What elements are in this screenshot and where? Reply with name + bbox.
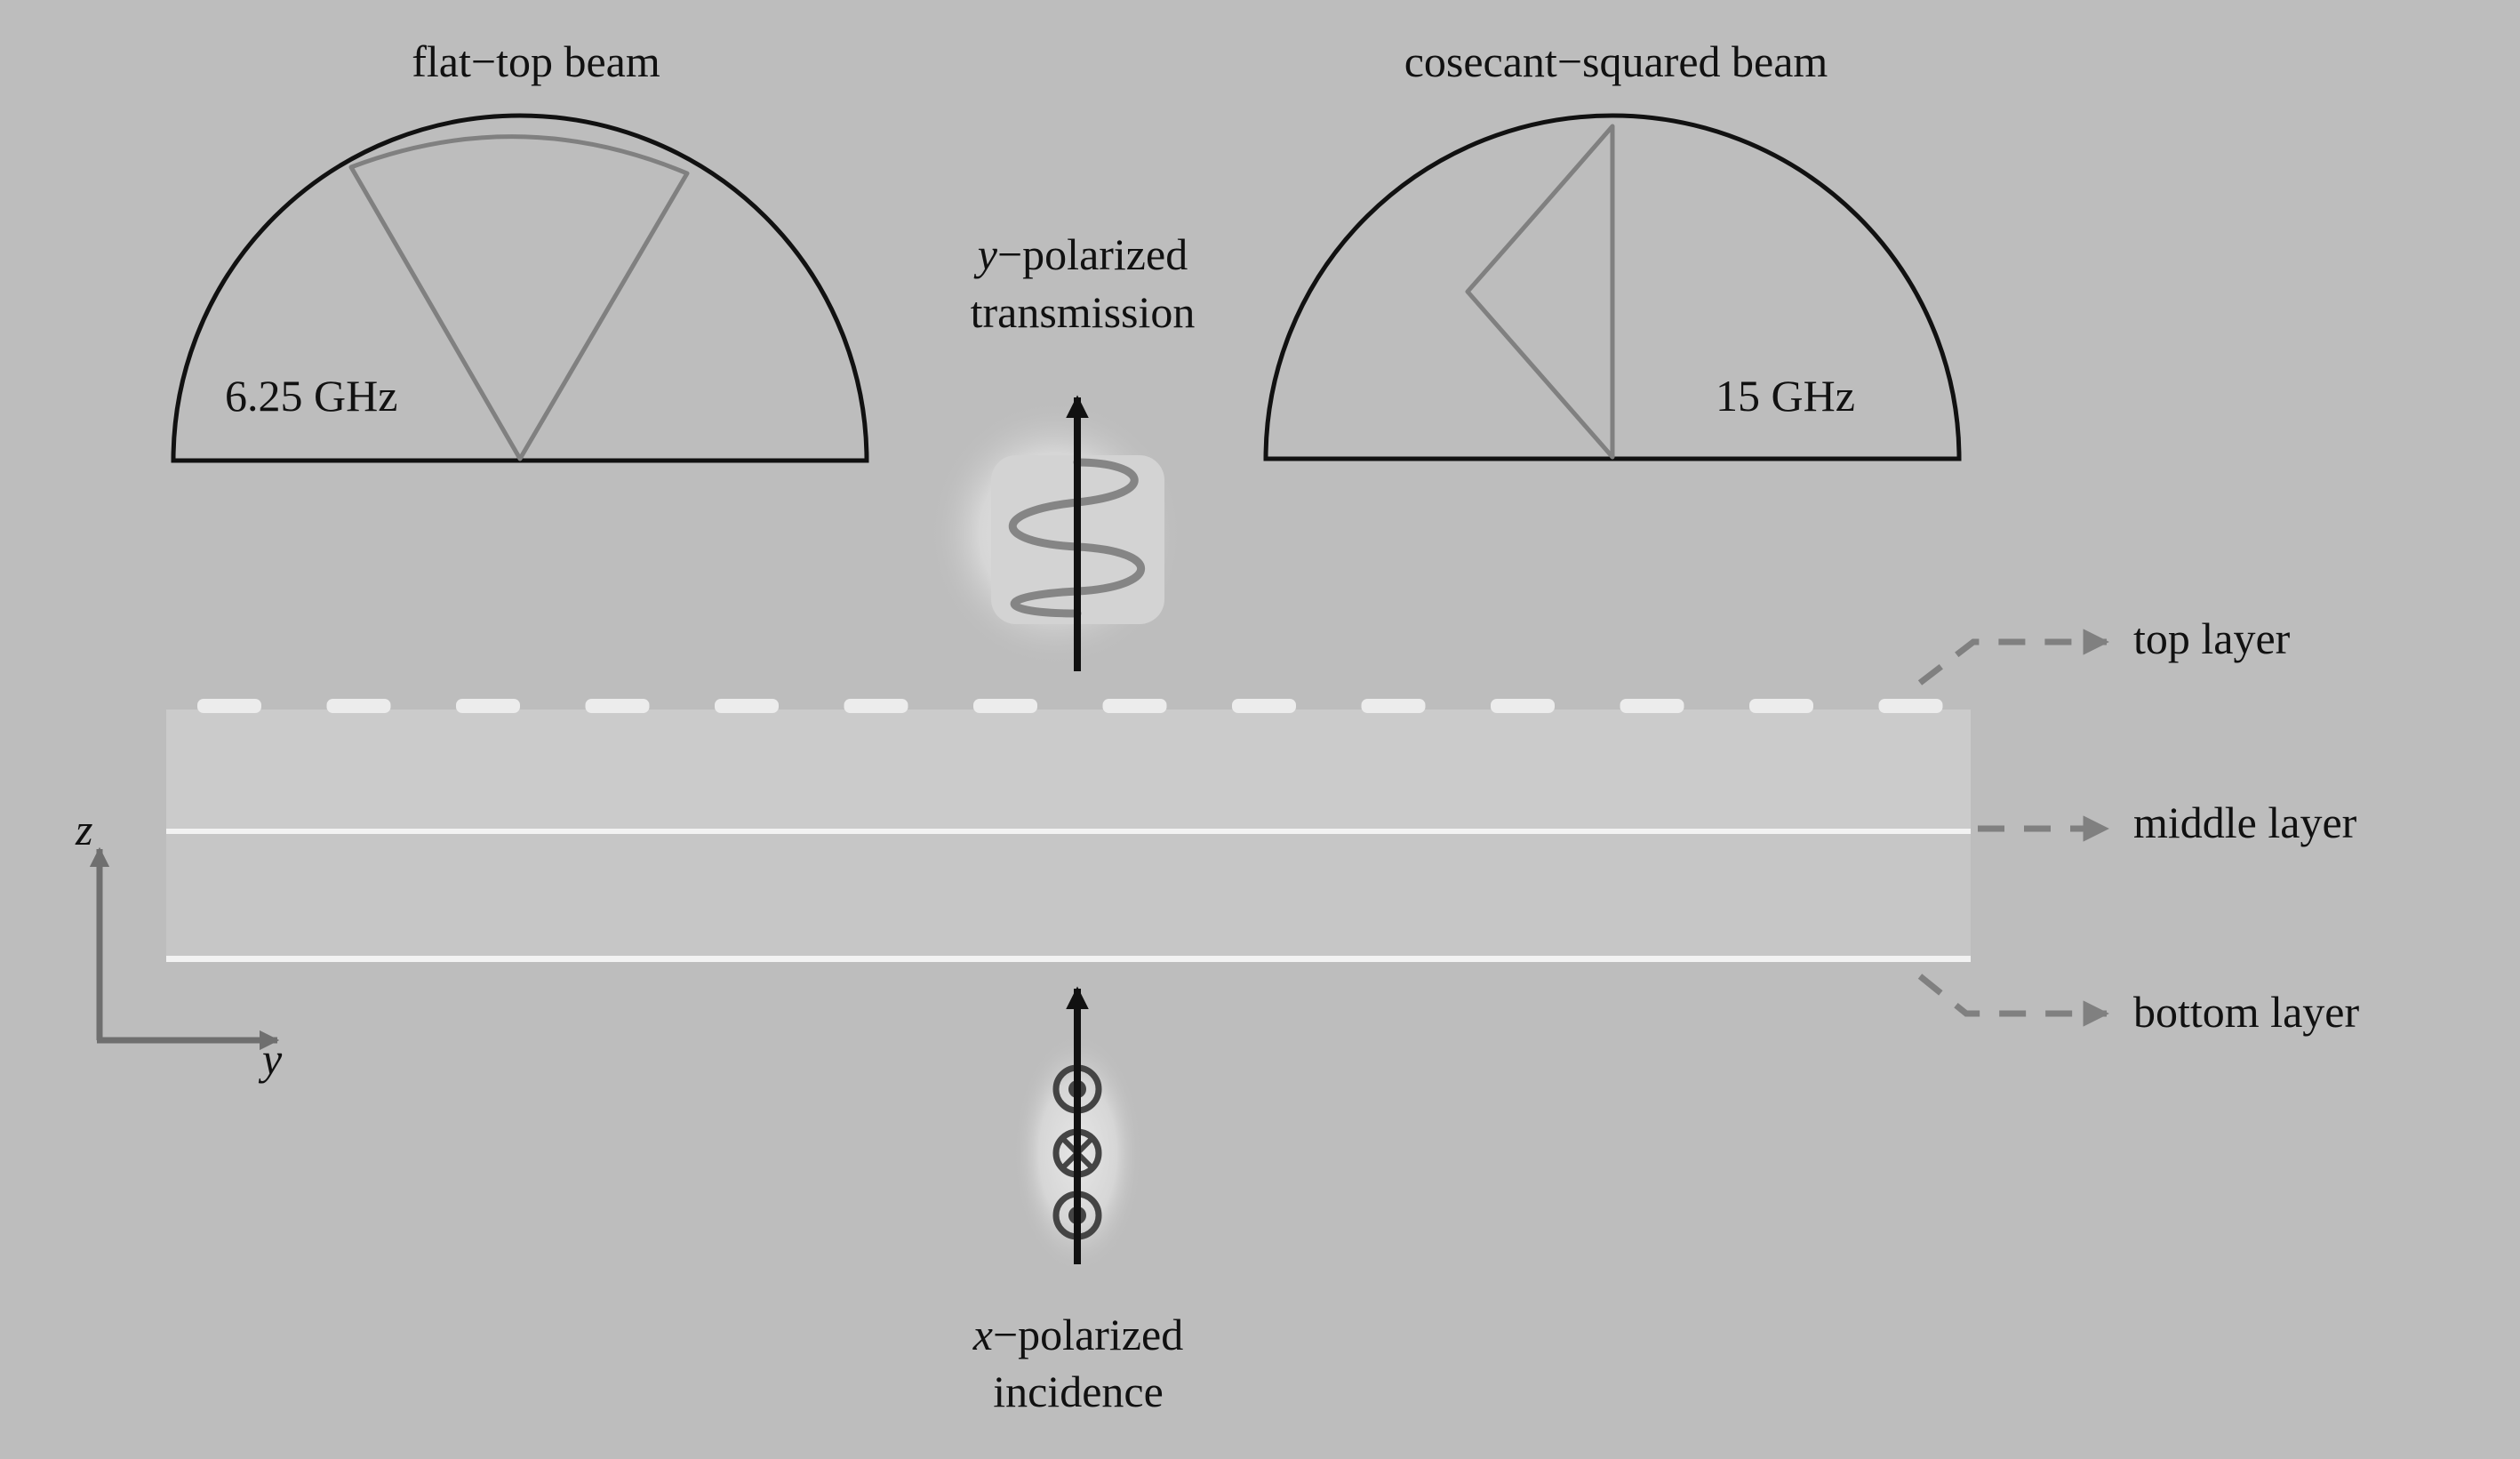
slab-lower-dielectric xyxy=(166,834,1971,956)
incidence-group: x−polarized incidence xyxy=(972,986,1183,1416)
top-layer-label: top layer xyxy=(2133,613,2291,663)
transmission-axis-symbol: y xyxy=(973,229,998,279)
unit-cell-patch xyxy=(326,699,391,713)
unit-cell-patch xyxy=(844,699,908,713)
incidence-label-line1: x−polarized xyxy=(972,1310,1183,1359)
cosecant-beam-title: cosecant−squared beam xyxy=(1404,36,1828,86)
transmission-label-line2: transmission xyxy=(971,287,1196,337)
bottom-ground-plane xyxy=(166,956,1971,962)
middle-layer-callout: middle layer xyxy=(1978,798,2357,847)
flat-top-beam-title: flat−top beam xyxy=(412,36,660,86)
unit-cell-patch xyxy=(1620,699,1684,713)
unit-cell-patch xyxy=(1491,699,1555,713)
transmission-group: y−polarized transmission xyxy=(929,229,1195,671)
bottom-layer-callout: bottom layer xyxy=(1917,974,2359,1037)
flat-top-beam-pattern: flat−top beam 6.25 GHz xyxy=(171,36,869,463)
incidence-label-line2: incidence xyxy=(993,1367,1164,1416)
unit-cell-patch xyxy=(1749,699,1813,713)
unit-cell-patch xyxy=(456,699,520,713)
incidence-polarized-text: −polarized xyxy=(993,1310,1183,1359)
top-layer-pointer xyxy=(1917,629,2109,685)
unit-cell-patch xyxy=(585,699,650,713)
flat-top-dome xyxy=(171,113,869,463)
bottom-layer-label: bottom layer xyxy=(2133,987,2359,1037)
flat-top-lobe xyxy=(348,134,690,461)
cosecant-beam-pattern: cosecant−squared beam 15 GHz xyxy=(1263,36,1962,461)
incidence-axis-symbol: x xyxy=(972,1310,993,1359)
slab-upper-dielectric xyxy=(166,709,1971,830)
metasurface-slab xyxy=(166,699,1971,962)
cosecant-frequency: 15 GHz xyxy=(1716,371,1855,421)
layer-callouts: top layer middle layer bottom layer xyxy=(1917,613,2359,1037)
unit-cell-patch xyxy=(1878,699,1943,713)
flat-top-frequency: 6.25 GHz xyxy=(225,371,397,421)
y-axis-label: y xyxy=(258,1034,283,1084)
middle-layer-label: middle layer xyxy=(2133,798,2357,847)
coordinate-axes: z y xyxy=(75,805,283,1084)
cosecant-dome xyxy=(1263,113,1962,461)
unit-cell-patch xyxy=(973,699,1037,713)
unit-cell-patch xyxy=(197,699,261,713)
top-layer-patches xyxy=(197,699,1943,713)
unit-cell-patch xyxy=(1102,699,1167,713)
middle-ground-plane xyxy=(166,829,1971,834)
top-layer-callout: top layer xyxy=(1917,613,2291,685)
bottom-layer-pointer xyxy=(1917,974,2109,1027)
transmission-label-line1: y−polarized xyxy=(973,229,1188,279)
cosecant-lobe xyxy=(1465,124,1615,460)
unit-cell-patch xyxy=(715,699,779,713)
z-axis-label: z xyxy=(75,805,92,854)
unit-cell-patch xyxy=(1361,699,1426,713)
transmission-polarized-text: −polarized xyxy=(997,229,1188,279)
unit-cell-patch xyxy=(1232,699,1296,713)
